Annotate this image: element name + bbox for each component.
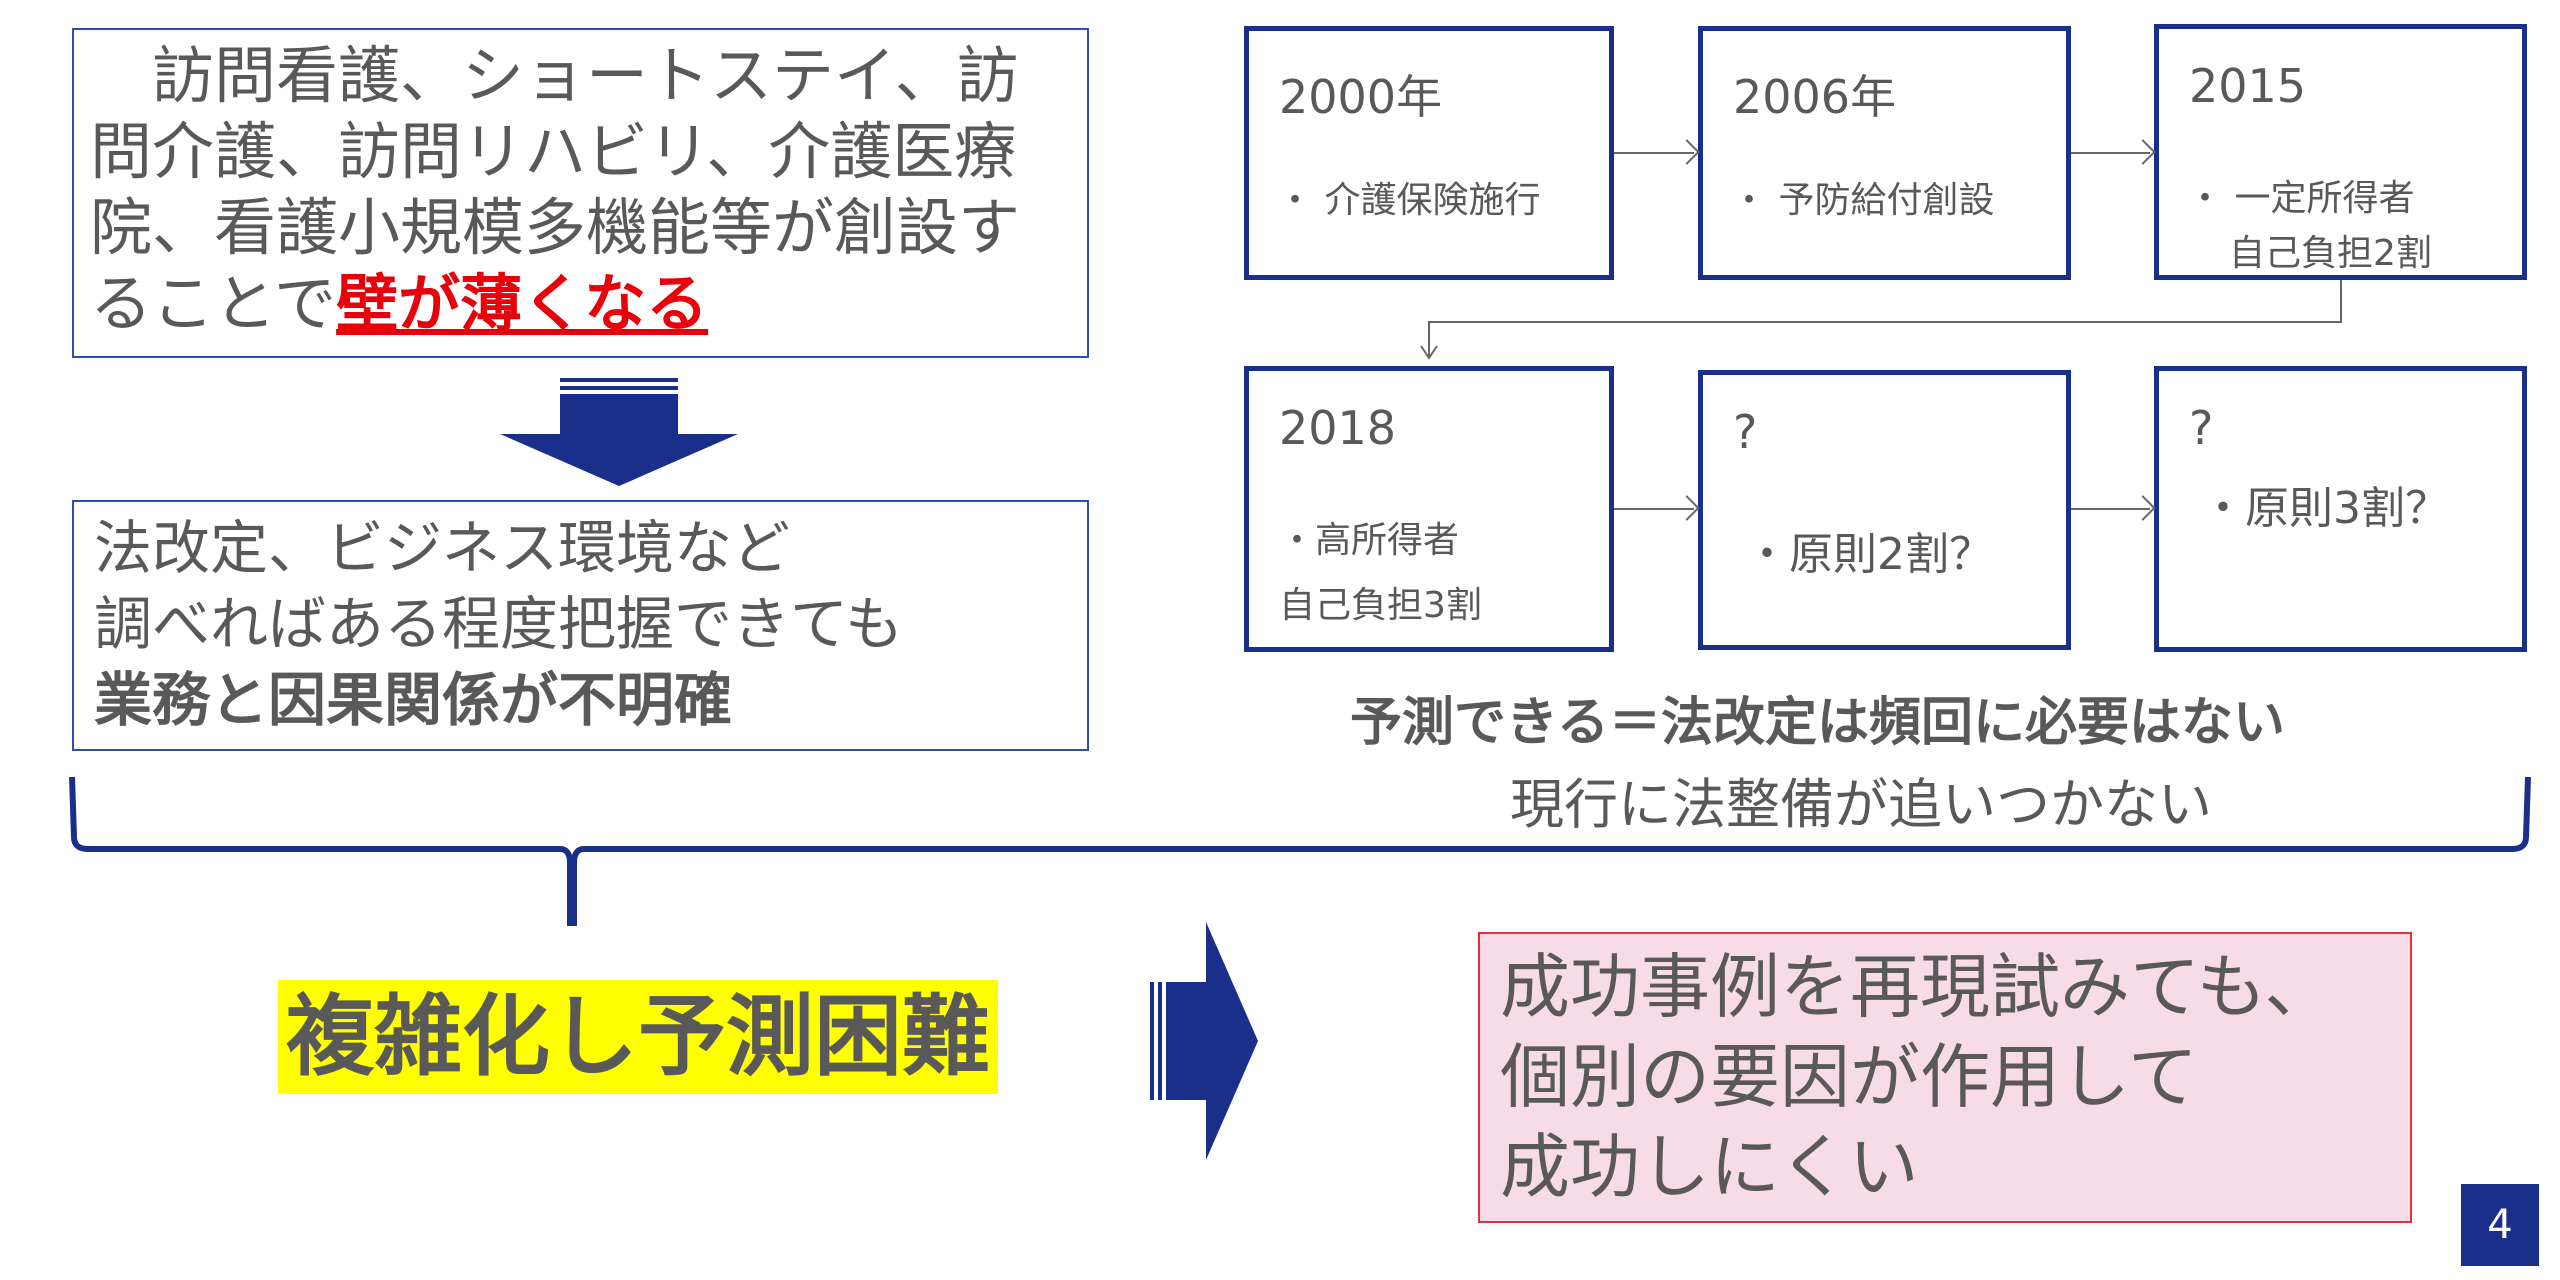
arrow-icon	[1614, 152, 1694, 154]
connector-arrow-icon	[1420, 280, 2342, 360]
event-text: 自己負担3割	[1279, 585, 1482, 626]
year-label: ?	[2189, 401, 2214, 455]
text-line: 訪問看護、ショートステイ、訪	[90, 39, 1019, 112]
page-number: 4	[2461, 1184, 2539, 1266]
timeline-2015: 2015 ・ 一定所得者自己負担2割	[2154, 24, 2527, 280]
brace-icon	[69, 776, 2531, 926]
timeline-2000: 2000年・ 介護保険施行	[1244, 26, 1614, 280]
walls-thin-box: 訪問看護、ショートステイ、訪 問介護、訪問リハビリ、介護医療 院、看護小規模多機…	[72, 28, 1089, 358]
event-text: 自己負担2割	[2229, 233, 2432, 274]
law-change-box: 法改定、ビジネス環境など 調べればある程度把握できても 業務と因果関係が不明確	[72, 500, 1089, 751]
timeline-2018: 2018 ・高所得者自己負担3割	[1244, 366, 1614, 652]
prediction-note: 予測できる＝法改定は頻回に必要はない	[1350, 693, 2285, 753]
arrow-icon	[2071, 152, 2150, 154]
year-label: 2018	[1279, 401, 1397, 455]
emphasis-text: 業務と因果関係が不明確	[94, 666, 733, 734]
right-arrow-icon	[1150, 922, 1258, 1160]
arrow-icon	[1614, 508, 1694, 510]
result-box: 成功事例を再現試みても、 個別の要因が作用して 成功しにくい	[1478, 932, 2412, 1223]
text-line: 成功しにくい	[1500, 1126, 1919, 1208]
event-text: ・原則3割？	[2201, 483, 2449, 534]
year-label: 2000年	[1279, 70, 1443, 124]
event-text: ・ 一定所得者	[2187, 178, 2415, 219]
arrow-icon	[2071, 508, 2150, 510]
text-line: 調べればある程度把握できても	[94, 590, 904, 658]
year-label: 2006年	[1733, 70, 1897, 124]
text-line: 個別の要因が作用して	[1500, 1036, 2198, 1118]
year-label: 2015	[2189, 59, 2307, 113]
timeline-future-2: ? ・原則3割？	[2154, 366, 2527, 652]
event-text: ・原則2割？	[1745, 529, 1993, 580]
event-text: ・ 介護保険施行	[1277, 180, 1541, 221]
event-text: ・ 予防給付創設	[1731, 180, 1995, 221]
timeline-2006: 2006年・ 予防給付創設	[1698, 26, 2071, 280]
text-line: ることで	[90, 267, 337, 340]
emphasis-text: 壁が薄くなる	[336, 267, 709, 340]
year-label: ?	[1733, 405, 1758, 459]
event-text: ・高所得者	[1279, 520, 1460, 561]
text-line: 院、看護小規模多機能等が創設す	[90, 191, 1021, 264]
text-line: 問介護、訪問リハビリ、介護医療	[90, 115, 1017, 188]
conclusion-highlight: 複雑化し予測困難	[278, 980, 999, 1094]
timeline-future-1: ? ・原則2割？	[1698, 370, 2071, 650]
law-lag-note: 現行に法整備が追いつかない	[1510, 773, 2212, 836]
text-line: 法改定、ビジネス環境など	[94, 514, 791, 582]
down-arrow-icon	[500, 378, 738, 486]
text-line: 成功事例を再現試みても、	[1500, 946, 2335, 1028]
